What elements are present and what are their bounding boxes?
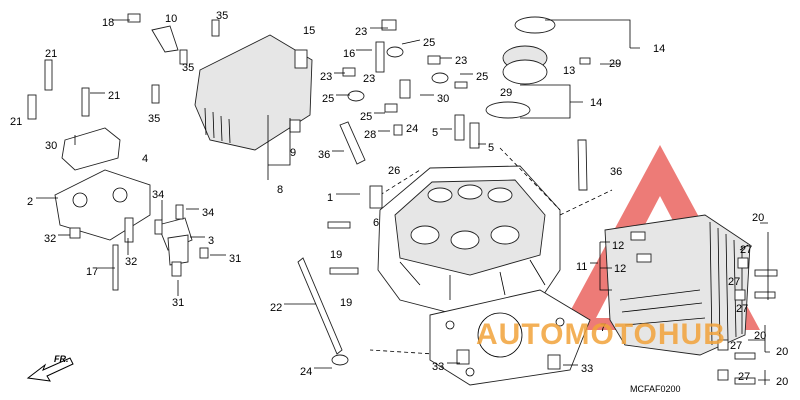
rocker-arms bbox=[157, 217, 193, 266]
cylinder-head bbox=[377, 165, 561, 319]
rear-cylinder-cover bbox=[194, 34, 313, 151]
callout-33: 33 bbox=[581, 363, 593, 375]
callout-24: 24 bbox=[406, 123, 418, 135]
bolts bbox=[27, 13, 778, 385]
callout-19: 19 bbox=[340, 297, 352, 309]
fr-label: FR. bbox=[54, 354, 69, 364]
callout-25: 25 bbox=[476, 71, 488, 83]
callout-7: 7 bbox=[600, 322, 606, 334]
callout-27: 27 bbox=[728, 276, 740, 288]
callout-34: 34 bbox=[202, 207, 214, 219]
callout-35: 35 bbox=[216, 10, 228, 22]
callout-23: 23 bbox=[363, 73, 375, 85]
leader-line bbox=[401, 39, 421, 45]
callout-21: 21 bbox=[10, 116, 22, 128]
rocker-arm-holder bbox=[54, 169, 151, 241]
callout-25: 25 bbox=[360, 111, 372, 123]
callout-5: 5 bbox=[488, 142, 494, 154]
callout-35: 35 bbox=[182, 62, 194, 74]
callout-23: 23 bbox=[455, 55, 467, 67]
callout-12: 12 bbox=[612, 240, 624, 252]
callout-29: 29 bbox=[500, 87, 512, 99]
callout-30: 30 bbox=[437, 93, 449, 105]
callout-27: 27 bbox=[738, 371, 750, 383]
callout-4: 4 bbox=[142, 153, 148, 165]
callout-3: 3 bbox=[208, 235, 214, 247]
callout-23: 23 bbox=[320, 71, 332, 83]
diagram-code: MCFAF0200 bbox=[630, 384, 681, 394]
callout-15: 15 bbox=[303, 25, 315, 37]
front-direction-arrow: FR. bbox=[26, 354, 74, 382]
callout-28: 28 bbox=[364, 129, 376, 141]
callout-21: 21 bbox=[108, 90, 120, 102]
callout-25: 25 bbox=[423, 37, 435, 49]
callout-23: 23 bbox=[355, 26, 367, 38]
callout-24: 24 bbox=[300, 366, 312, 378]
callout-26: 26 bbox=[388, 165, 400, 177]
callout-36: 36 bbox=[318, 149, 330, 161]
callout-14: 14 bbox=[653, 43, 665, 55]
callout-1: 1 bbox=[327, 192, 333, 204]
callout-13: 13 bbox=[563, 65, 575, 77]
callout-22: 22 bbox=[270, 302, 282, 314]
callout-19: 19 bbox=[330, 249, 342, 261]
callout-35: 35 bbox=[148, 113, 160, 125]
callout-29: 29 bbox=[609, 58, 621, 70]
callout-27: 27 bbox=[730, 340, 742, 352]
callout-9: 9 bbox=[290, 147, 296, 159]
callout-11: 11 bbox=[576, 261, 587, 273]
callout-12: 12 bbox=[614, 263, 626, 275]
stud-bolt bbox=[297, 257, 349, 366]
callout-34: 34 bbox=[152, 189, 164, 201]
callout-27: 27 bbox=[736, 303, 748, 315]
callout-33: 33 bbox=[432, 361, 444, 373]
callout-30: 30 bbox=[45, 140, 57, 152]
callout-20: 20 bbox=[754, 330, 766, 342]
callout-5: 5 bbox=[432, 127, 438, 139]
callout-21: 21 bbox=[45, 48, 57, 60]
callout-17: 17 bbox=[86, 266, 98, 278]
callout-25: 25 bbox=[322, 93, 334, 105]
callout-36: 36 bbox=[610, 166, 622, 178]
callout-32: 32 bbox=[44, 233, 56, 245]
callout-2: 2 bbox=[27, 196, 33, 208]
callout-20: 20 bbox=[752, 212, 764, 224]
callout-31: 31 bbox=[172, 297, 184, 309]
callout-20: 20 bbox=[776, 376, 788, 388]
cam-plate bbox=[61, 127, 121, 171]
watermark-text: AUTOMOTOHUB bbox=[476, 318, 726, 351]
callout-27: 27 bbox=[740, 244, 752, 256]
callout-31: 31 bbox=[229, 253, 241, 265]
callout-14: 14 bbox=[590, 97, 602, 109]
callout-16: 16 bbox=[343, 48, 355, 60]
callout-10: 10 bbox=[165, 13, 177, 25]
callout-6: 6 bbox=[373, 217, 379, 229]
callout-8: 8 bbox=[277, 184, 283, 196]
spark-plugs bbox=[339, 121, 588, 191]
callout-20: 20 bbox=[776, 346, 788, 358]
callout-32: 32 bbox=[125, 256, 137, 268]
callout-18: 18 bbox=[102, 17, 114, 29]
intake-insulator bbox=[485, 16, 556, 119]
